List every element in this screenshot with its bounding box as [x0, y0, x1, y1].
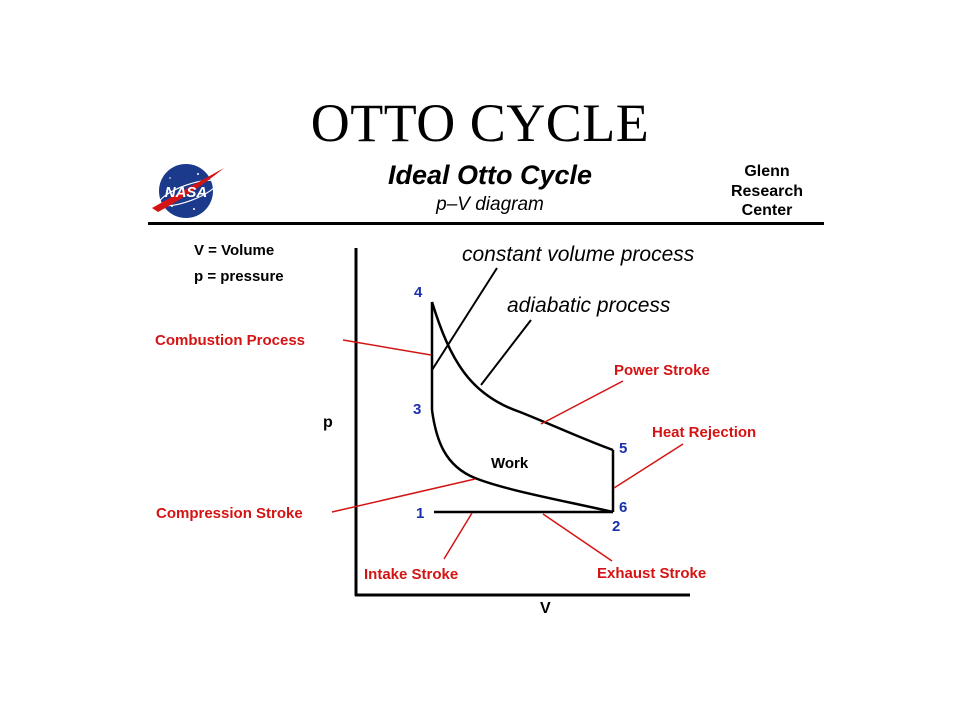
- center-line-2: Research: [730, 182, 804, 200]
- logo-chevron: [152, 168, 224, 212]
- exhaust-stroke-leader: [542, 513, 613, 562]
- point-2-label: 2: [612, 518, 620, 535]
- intake-stroke-label: Intake Stroke: [364, 566, 458, 583]
- compression-stroke-leader: [331, 478, 476, 513]
- research-center-name: Glenn Research Center: [722, 162, 812, 221]
- combustion-process-label: Combustion Process: [155, 332, 305, 349]
- point-3-label: 3: [413, 401, 421, 418]
- legend-pressure: p = pressure: [194, 268, 284, 285]
- adiabatic-leader: [480, 319, 532, 386]
- diagram-title: Ideal Otto Cycle: [387, 160, 593, 190]
- combustion-leader: [342, 339, 432, 356]
- center-line-1: Glenn: [744, 163, 790, 180]
- logo-text: NASA: [165, 184, 208, 201]
- power-stroke-label: Power Stroke: [614, 362, 710, 379]
- power-stroke-leader: [540, 380, 624, 425]
- point-1-label: 1: [416, 505, 424, 522]
- slide-title: OTTO CYCLE: [310, 93, 650, 153]
- header-divider: [148, 222, 824, 225]
- intake-stroke-leader: [443, 512, 473, 560]
- x-axis-label: V: [540, 600, 551, 617]
- nasa-logo: NASA: [152, 164, 224, 218]
- y-axis-label: p: [323, 414, 333, 431]
- diagram-subtitle: p–V diagram: [436, 194, 544, 215]
- compression-stroke-curve: [430, 409, 614, 514]
- point-5-label: 5: [619, 440, 627, 457]
- adiabatic-label: adiabatic process: [507, 294, 671, 317]
- exhaust-stroke-label: Exhaust Stroke: [597, 565, 706, 582]
- compression-stroke-label: Compression Stroke: [156, 505, 303, 522]
- heat-rejection-leader: [613, 443, 684, 489]
- legend-volume: V = Volume: [194, 242, 274, 259]
- point-4-label: 4: [414, 284, 423, 301]
- constant-volume-leader: [431, 267, 498, 371]
- heat-rejection-label: Heat Rejection: [652, 424, 756, 441]
- constant-volume-label: constant volume process: [462, 243, 695, 266]
- work-label: Work: [491, 455, 529, 472]
- point-6-label: 6: [619, 499, 627, 516]
- center-line-3: Center: [741, 202, 793, 219]
- power-stroke-curve: [430, 301, 614, 452]
